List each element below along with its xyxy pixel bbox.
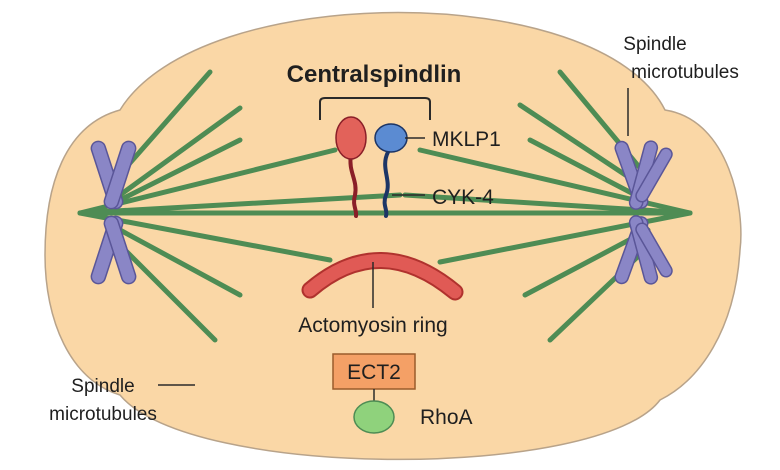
chromosome-arm <box>635 147 673 203</box>
cyk4-tail <box>382 150 390 218</box>
actomyosin-label: Actomyosin ring <box>298 314 447 337</box>
centralspindlin-title: Centralspindlin <box>287 61 462 88</box>
chromosomes-right <box>614 140 673 285</box>
ect2-label: ECT2 <box>347 361 401 384</box>
chromosome-arm <box>103 140 137 210</box>
mklp1-tail <box>348 153 359 218</box>
spindle-bottom-label-line2: microtubules <box>49 404 157 425</box>
chromosome-arm <box>635 222 673 278</box>
actomyosin-ring-fill <box>303 254 462 299</box>
microtubule <box>402 192 693 216</box>
microtubule <box>117 105 243 198</box>
spindle-top-label-line1: Spindle <box>623 34 686 55</box>
cyk4-head <box>374 123 408 153</box>
microtubule <box>117 137 243 203</box>
rhoa-circle <box>353 400 395 434</box>
microtubule <box>557 69 653 183</box>
microtubule <box>527 137 648 203</box>
microtubule <box>437 210 693 265</box>
spindle-bottom-label-line1: Spindle <box>71 376 134 397</box>
centralspindlin-bracket <box>319 97 431 120</box>
chromosome-arm <box>103 215 137 285</box>
mklp1-label: MKLP1 <box>432 128 501 151</box>
microtubule <box>117 242 218 343</box>
microtubule <box>117 227 243 298</box>
chromosomes-left <box>90 140 137 285</box>
mklp1-head <box>335 116 367 160</box>
spindle-top-label-line2: microtubules <box>631 62 739 83</box>
ect2-box <box>332 353 416 390</box>
microtubule <box>77 192 403 216</box>
rhoa-label: RhoA <box>420 406 473 429</box>
cyk4-label: CYK-4 <box>432 186 494 209</box>
